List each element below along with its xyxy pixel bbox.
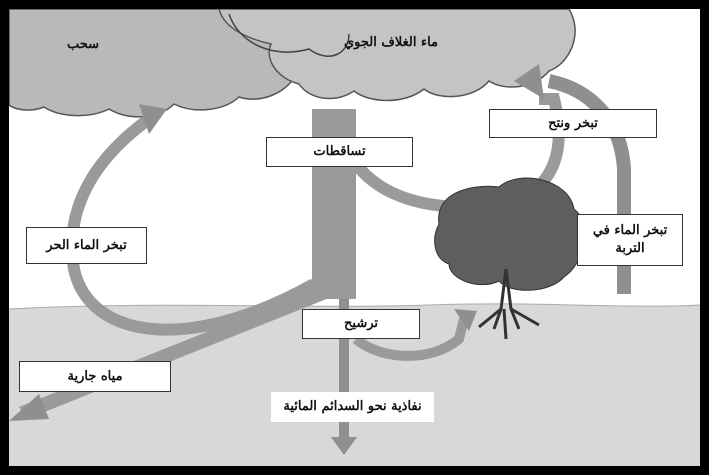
- soil-evaporation-arrowhead: [514, 64, 544, 99]
- infiltration-arrowhead: [454, 309, 477, 331]
- precipitation-label-box: تساقطات: [266, 137, 413, 167]
- runoff-arrowhead: [9, 394, 49, 421]
- evapotranspiration-label-box: تبخر ونتح: [489, 109, 657, 138]
- cloud-puff: [228, 13, 350, 57]
- free-water-evaporation-arrow: [66, 114, 317, 336]
- ground-horizon: [9, 303, 700, 310]
- free-water-evaporation-label-box: تبخر الماء الحر: [26, 227, 147, 264]
- infiltration-arrow: [352, 317, 469, 361]
- atmospheric-water-label: ماء الغلاف الجوي: [344, 35, 439, 50]
- clouds-label: سحب: [67, 37, 100, 52]
- tree-trunk: [478, 268, 540, 340]
- percolation-arrow: [331, 299, 357, 455]
- water-cycle-diagram: سحب ماء الغلاف الجوي تساقطات تبخر ونتح ت…: [9, 9, 700, 466]
- soil-evaporation-label-box: تبخر الماء في التربة: [577, 214, 683, 266]
- tree-canopy: [434, 177, 586, 291]
- infiltration-label-box: ترشيح: [302, 309, 420, 339]
- percolation-label-box: نفاذية نحو السدائم المائية: [271, 392, 434, 422]
- runoff-label-box: مياه جارية: [19, 361, 171, 392]
- free-water-evaporation-arrowhead: [139, 104, 167, 134]
